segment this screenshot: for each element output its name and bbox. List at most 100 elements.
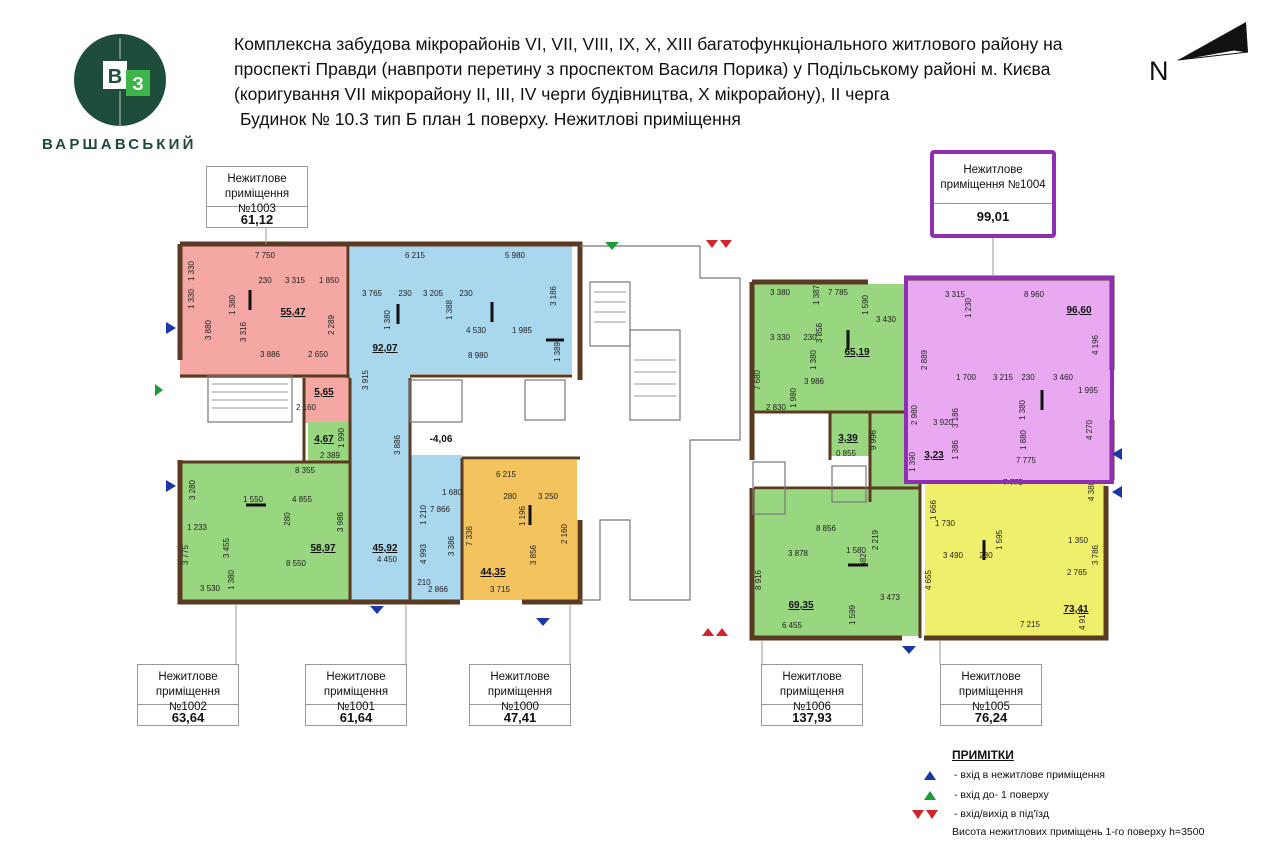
dimension-label: 3 380 — [770, 288, 791, 297]
legend-text: - вхід в нежитлове приміщення — [954, 769, 1105, 781]
area-1003-aux: 5,65 — [314, 387, 334, 398]
dimension-label: 1 196 — [518, 505, 527, 526]
premise-name: Нежитлове приміщення №1000 — [470, 665, 570, 713]
logo: В З — [74, 34, 166, 126]
dimension-label: 3 250 — [538, 492, 559, 501]
dimension-label: 3 460 — [1053, 373, 1074, 382]
logo-letter-v: В — [108, 66, 122, 88]
premise-box-1005: Нежитлове приміщення №1005 76,24 — [940, 664, 1042, 726]
dimension-label: 1 388 — [445, 299, 454, 320]
area-1001-main: 92,07 — [372, 343, 397, 354]
room-1006-lower-fill — [754, 490, 920, 636]
dimension-label: 3 986 — [336, 511, 345, 532]
dimension-label: 2 830 — [766, 403, 787, 412]
dimension-label: 4 530 — [466, 326, 487, 335]
dimension-label: 1 595 — [995, 529, 1004, 550]
premise-box-1002: Нежитлове приміщення №1002 63,64 — [137, 664, 239, 726]
area-stair-hall: -4,06 — [430, 434, 453, 445]
room-1003-aux-fill — [305, 375, 350, 423]
room-1003-fill — [180, 246, 348, 378]
dimension-label: 3 886 — [260, 350, 281, 359]
dimension-label: 280 — [283, 512, 292, 526]
blue-triangle-icon — [924, 771, 936, 780]
premise-name: Нежитлове приміщення №1001 — [306, 665, 406, 713]
premise-area: 47,41 — [503, 710, 537, 725]
columns — [246, 290, 1044, 567]
dimension-label: 3 455 — [222, 537, 231, 558]
dimension-label: 8 916 — [754, 569, 763, 590]
dimension-label: 230 — [803, 333, 817, 342]
legend-title: ПРИМІТКИ — [952, 748, 1014, 762]
dimension-label: 1 985 — [512, 326, 533, 335]
area-1006-aux: 3,39 — [838, 433, 858, 444]
dimension-label: 3 205 — [423, 289, 444, 298]
entrance-red-icon — [720, 240, 732, 248]
dimension-label: 8 980 — [468, 351, 489, 360]
logo-wordmark: ВАРШАВСЬКИЙ — [42, 136, 197, 153]
premise-name: Нежитлове приміщення №1005 — [941, 665, 1041, 713]
core-outline — [207, 245, 867, 601]
dimension-label: 3 915 — [361, 369, 370, 390]
room-1004-fill — [906, 280, 1112, 480]
dimension-label: 2 289 — [327, 314, 336, 335]
stair-core — [589, 281, 631, 347]
dimension-label: 2 389 — [320, 451, 341, 460]
area-1003-main: 55,47 — [280, 307, 305, 318]
title-line-3: (коригування VII мікрорайону ІІ, ІІІ, IV… — [234, 84, 890, 104]
title-line-1: Комплексна забудова мікрорайонів VI, VII… — [234, 34, 1063, 54]
dimension-label: 3 315 — [945, 290, 966, 299]
dimension-label: 1 387 — [812, 284, 821, 305]
premise-area: 61,64 — [339, 710, 373, 725]
dimension-label: 3 186 — [549, 285, 558, 306]
dimension-label: 3 986 — [804, 377, 825, 386]
area-1006-lower: 69,35 — [788, 600, 813, 611]
dimension-label: 3 920 — [933, 418, 954, 427]
area-1002-aux: 4,67 — [314, 434, 334, 445]
dimension-label: 3 530 — [200, 584, 221, 593]
dimension-label: 3 856 — [529, 544, 538, 565]
dimension-label: 4 916 — [1078, 609, 1087, 630]
dimension-label: 3 765 — [362, 289, 383, 298]
room-1006-upper-fill — [754, 284, 904, 412]
premise-area: 61,12 — [240, 212, 274, 227]
dimension-label: 2 160 — [296, 403, 317, 412]
dimension-label: 7 775 — [1016, 456, 1037, 465]
elevator-shaft-east-2 — [831, 465, 867, 503]
elevator-shaft-east — [752, 461, 786, 515]
dimension-label: 4 993 — [419, 543, 428, 564]
page-title: Комплексна забудова мікрорайонів VI, VII… — [234, 32, 1134, 132]
premise-box-1000: Нежитлове приміщення №1000 47,41 — [469, 664, 571, 726]
dimension-label: 3 315 — [285, 276, 306, 285]
dimension-label: 0 855 — [836, 449, 857, 458]
dimension-label: 3 316 — [239, 321, 248, 342]
dimension-label: 2 980 — [910, 404, 919, 425]
dimension-label: 3 715 — [490, 585, 511, 594]
title-line-2: проспекті Правди (навпроти перетину з пр… — [234, 59, 1051, 79]
dimension-label: 1 990 — [337, 427, 346, 448]
dimension-label: 3 490 — [943, 551, 964, 560]
dimension-label: 2 889 — [920, 349, 929, 370]
dimension-label: 4 655 — [924, 569, 933, 590]
premise-box-1003: Нежитлове приміщення №1003 61,12 — [206, 166, 308, 228]
dimension-label: 4 380 — [1087, 480, 1096, 501]
entrance-green-icon — [155, 384, 163, 396]
legend-text: - вхід до- 1 поверху — [954, 789, 1049, 801]
dimension-label: 3 280 — [188, 479, 197, 500]
entrance-blue-icon — [1112, 448, 1122, 460]
dimension-label: 1 380 — [1018, 399, 1027, 420]
dimension-label: 1 380 — [227, 569, 236, 590]
stair-treads — [212, 291, 676, 409]
entrance-red-icon — [706, 240, 718, 248]
dimension-label: 3 856 — [815, 322, 824, 343]
dimension-label: 382 — [859, 553, 868, 567]
dimension-label: 3 786 — [1091, 544, 1100, 565]
dimension-label: 7 750 — [255, 251, 276, 260]
dimension-label: 1 995 — [1078, 386, 1099, 395]
premise-name: Нежитлове приміщення №1003 — [207, 167, 307, 215]
dimension-label: 1 390 — [908, 451, 917, 472]
dimension-label: 3 880 — [204, 319, 213, 340]
leader-lines — [235, 227, 994, 664]
dimension-label: 3 775 — [181, 544, 190, 565]
dimension-label: 8 960 — [1024, 290, 1045, 299]
